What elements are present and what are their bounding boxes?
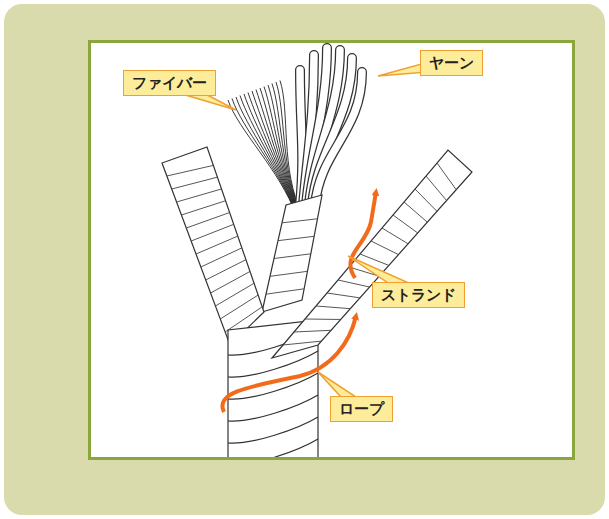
yarn-tubes — [300, 48, 362, 205]
twist-line — [201, 248, 242, 267]
rope-twist-line — [228, 439, 318, 457]
twist-line — [177, 189, 222, 202]
left-strand-twist — [167, 165, 262, 332]
twist-line — [382, 228, 408, 244]
callout-box: ヤーン — [420, 50, 483, 76]
fiber-line — [228, 100, 296, 215]
callout-box: ストランド — [372, 282, 465, 308]
twist-line — [215, 283, 254, 306]
twist-line — [196, 236, 238, 254]
twist-line — [305, 319, 341, 320]
callout-label: ストランド — [381, 286, 456, 304]
twist-line — [270, 271, 307, 276]
twist-line — [426, 176, 447, 201]
twist-line — [172, 177, 218, 189]
twist-line — [437, 163, 456, 190]
twist-line — [266, 289, 304, 294]
twist-line — [393, 215, 418, 233]
middle-strand — [262, 195, 322, 312]
twist-line — [282, 219, 317, 223]
rope-twist-line — [228, 373, 318, 399]
twist-line — [220, 295, 258, 319]
twist-line — [206, 260, 246, 280]
right-strand-twist — [283, 163, 456, 345]
left-strand — [162, 147, 264, 345]
twist-line — [191, 224, 234, 241]
twist-line — [283, 341, 321, 345]
twist-line — [167, 165, 213, 176]
twist-line — [186, 213, 229, 228]
middle-strand-twist — [266, 219, 317, 294]
callout-box: ファイバー — [123, 70, 216, 96]
twist-line — [404, 202, 427, 222]
twist-line — [278, 236, 314, 240]
twist-line — [327, 293, 360, 298]
twist-line — [294, 330, 331, 332]
callout-label: ロープ — [339, 400, 384, 418]
callout-label: ファイバー — [132, 74, 207, 92]
twist-line — [415, 189, 437, 211]
twist-line — [316, 306, 350, 309]
callout-box: ロープ — [330, 396, 393, 422]
callout-label: ヤーン — [429, 54, 474, 72]
rope-twist-line — [228, 395, 318, 421]
yarn-outline — [315, 72, 362, 205]
fiber-lines — [228, 81, 303, 216]
twist-line — [338, 280, 370, 287]
fiber-line — [240, 96, 298, 216]
right-strand — [272, 150, 472, 358]
twist-line — [371, 241, 398, 255]
twist-line — [274, 254, 311, 259]
rope-twist-line — [228, 417, 318, 443]
twist-line — [181, 201, 225, 215]
yarn-fill — [315, 72, 362, 205]
